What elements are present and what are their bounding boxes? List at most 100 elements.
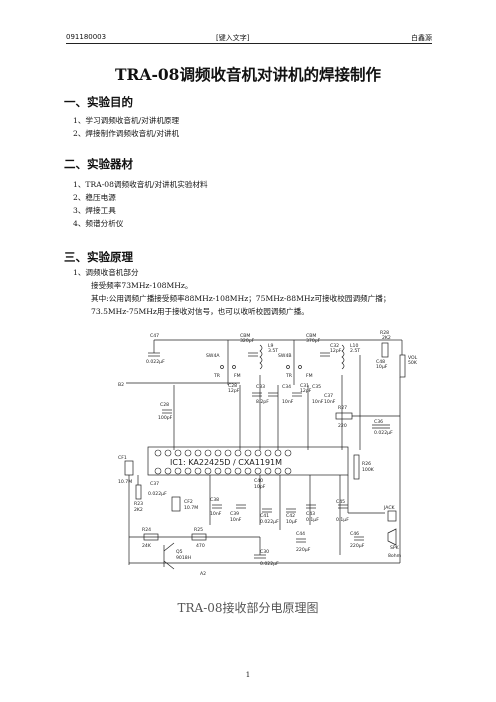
label-c38-value: 10nF (210, 511, 222, 517)
label-c47: C47 (150, 333, 159, 339)
section-3-item-2: 接受频率73MHz-108MHz。 (91, 281, 193, 290)
label-cbm-value: 320pF (240, 338, 255, 344)
section-2-item-3: 3、焊接工具 (73, 206, 116, 215)
section-heading-2: 二、实验器材 (64, 157, 133, 171)
label-c43-value: 0.1μF (306, 517, 319, 523)
label-c40: C40 (254, 478, 263, 484)
label-cf2: CF2 (184, 499, 193, 505)
label-fm-b: FM (306, 373, 313, 379)
label-c44-value: 220μF (296, 547, 311, 553)
label-c28b: C28 (160, 402, 169, 408)
label-c37-value: 0.022μF (148, 491, 167, 497)
label-cf2-value: 10.7M (184, 505, 198, 511)
label-c40-value: 10pF (254, 484, 266, 490)
label-c30-value: 0.022μF (260, 561, 279, 567)
label-c32: C32 (330, 343, 339, 349)
label-c28b-value: 100pF (158, 415, 173, 421)
label-l10-value: 2.5T (350, 348, 360, 354)
label-c34: C34 (282, 384, 291, 390)
label-vol-value: 50K (408, 360, 418, 366)
label-c30: C30 (260, 549, 269, 555)
label-c37b-value: 10nF (324, 399, 336, 405)
label-c28-value: 12pF (228, 388, 240, 394)
label-c39-value: 10nF (230, 517, 242, 523)
label-fm-a: FM (234, 373, 241, 379)
label-c37: C37 (150, 481, 159, 487)
label-b2: B2 (118, 382, 124, 388)
label-r25: R25 (194, 527, 203, 533)
label-c39: C39 (230, 511, 239, 517)
label-l10: L10 (350, 343, 358, 349)
header-center: [键入文字] (216, 34, 250, 42)
label-r23-value: 2K2 (134, 507, 143, 513)
label-c41-value: 0.022μF (260, 519, 279, 525)
section-1-item-1: 1、学习调频收音机/对讲机原理 (73, 116, 180, 125)
ic-label: IC1: KA22425D / CXA1191M (170, 458, 282, 467)
label-c42: C42 (286, 513, 295, 519)
label-c37b: C37 (324, 393, 333, 399)
label-c45-value: 0.1μF (336, 517, 349, 523)
label-c48-value: 10μF (376, 364, 388, 370)
page-number: 1 (245, 671, 251, 679)
label-r25-value: 470 (196, 543, 205, 549)
label-cbm2-value: 370pF (306, 338, 321, 344)
label-c42-value: 10μF (286, 519, 298, 525)
label-r24: R24 (142, 527, 151, 533)
label-r28-value: 2K2 (382, 335, 391, 341)
label-c48: C48 (376, 359, 385, 365)
label-c44: C44 (296, 531, 305, 537)
label-r23: R23 (134, 501, 143, 507)
label-c46: C46 (350, 531, 359, 537)
label-r28: R28 (380, 330, 389, 336)
schematic-figure: C47 0.022μF CBM 320pF L9 3.5T CBM 370pF … (110, 325, 420, 615)
header-left: 091180003 (66, 33, 107, 41)
label-cbm2: CBM (306, 333, 316, 339)
label-c46-value: 220μF (350, 543, 365, 549)
label-c45: C45 (336, 499, 345, 505)
label-tr-b: TR (285, 373, 293, 379)
section-1-item-2: 2、焊接制作调频收音机/对讲机 (73, 129, 180, 138)
section-3-item-4: 73.5MHz-75MHz用于接收对信号，也可以收听校园调频广播。 (91, 307, 309, 316)
label-cf1-value: 10.7M (118, 479, 132, 485)
label-tr-a: TR (213, 373, 221, 379)
label-c43: C43 (306, 511, 315, 517)
label-r26: R26 (362, 461, 371, 467)
label-c28: C28 (228, 383, 237, 389)
label-c36-value: 0.022μF (374, 430, 393, 436)
label-c34-value: 10nF (282, 399, 294, 405)
label-l9-value: 3.5T (268, 348, 278, 354)
label-spk-value: 8ohm (388, 553, 402, 559)
label-sw4a: SW4A (206, 353, 220, 359)
label-spk: SPK (390, 545, 400, 551)
section-heading-1: 一、实验目的 (64, 95, 133, 109)
label-cf1: CF1 (118, 455, 127, 461)
label-c41: C41 (260, 513, 269, 519)
label-c31: C31 (300, 383, 309, 389)
section-3-item-3: 其中:公用调频广播接受频率88MHz-108MHz；75MHz-88MHz可接收… (91, 294, 391, 303)
label-jack: JACK (383, 505, 396, 511)
section-2-item-1: 1、TRA-08调频收音机/对讲机实验材料 (73, 180, 208, 189)
schematic-diagram: C47 0.022μF CBM 320pF L9 3.5T CBM 370pF … (118, 330, 418, 577)
label-q5: Q5 (176, 549, 183, 555)
label-l9: L9 (268, 343, 274, 349)
header-rule (66, 43, 432, 44)
section-2-item-2: 2、稳压电源 (73, 193, 116, 202)
label-cbm: CBM (240, 333, 250, 339)
header-right: 白鑫源 (411, 34, 432, 42)
section-3-item-1: 1、调频收音机部分 (73, 268, 139, 277)
label-c35-value: 10nF (312, 399, 324, 405)
label-c38: C38 (210, 497, 219, 503)
figure-caption: TRA-08接收部分电原理图 (177, 601, 319, 615)
label-r27-value: 220 (338, 423, 347, 429)
label-sw4b: SW4B (278, 353, 292, 359)
label-r27: R27 (338, 405, 347, 411)
page-header: 091180003 [键入文字] 白鑫源 (66, 30, 432, 44)
section-heading-3: 三、实验原理 (64, 250, 133, 264)
label-c32-value: 12pF (330, 348, 342, 354)
label-c31-value: 12pF (300, 388, 312, 394)
label-r26-value: 100K (362, 467, 375, 473)
section-2-item-4: 4、频谱分析仪 (73, 219, 124, 228)
label-q5-value: 9018H (176, 555, 191, 561)
label-r24-value: 24K (142, 543, 152, 549)
label-c33-value: 8.2pF (256, 399, 269, 405)
